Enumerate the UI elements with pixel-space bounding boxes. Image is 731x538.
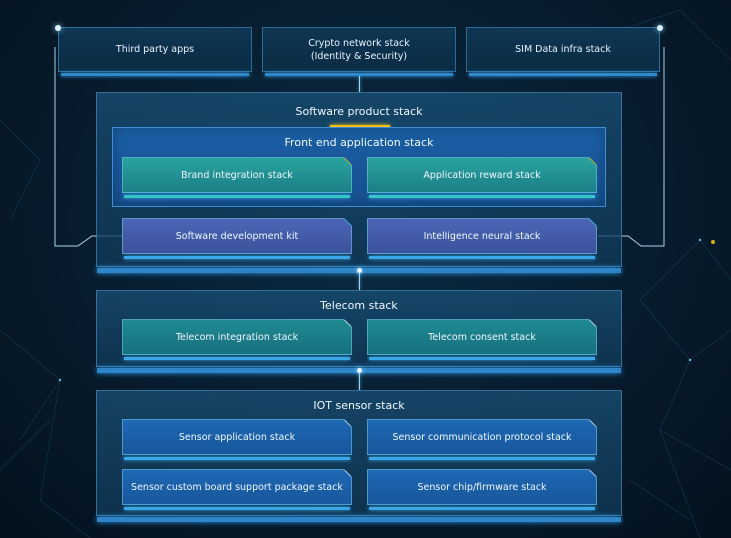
sensor-application-tile: Sensor application stack	[122, 419, 352, 455]
tile-underline	[124, 457, 350, 460]
tile-underline	[124, 507, 350, 510]
intelligence-neural-label: Intelligence neural stack	[423, 230, 541, 242]
left-node	[55, 25, 61, 31]
telecom-consent-tile: Telecom consent stack	[367, 319, 597, 355]
corner-marker	[344, 420, 351, 427]
application-reward-tile: Application reward stack	[367, 157, 597, 193]
box-underline	[469, 73, 657, 76]
sensor-custom-board-tile: Sensor custom board support package stac…	[122, 469, 352, 505]
telecom-integration-label: Telecom integration stack	[175, 331, 299, 343]
corner-marker	[344, 470, 351, 477]
software-development-kit-label: Software development kit	[175, 230, 299, 242]
application-reward-label: Application reward stack	[423, 169, 541, 181]
third-party-apps-label: Third party apps	[115, 44, 195, 55]
sensor-chip-firmware-label: Sensor chip/firmware stack	[417, 481, 547, 493]
connector-dot	[357, 368, 362, 373]
crypto-network-sublabel: (Identity & Security)	[310, 50, 408, 62]
sensor-application-label: Sensor application stack	[178, 431, 296, 443]
tile-underline	[369, 256, 595, 259]
corner-marker	[589, 320, 596, 327]
connector-dot	[357, 268, 362, 273]
corner-marker	[344, 320, 351, 327]
tile-underline	[124, 195, 350, 198]
third-party-apps-box: Third party apps	[55, 25, 252, 76]
telecom-stack-title: Telecom stack	[320, 299, 398, 312]
corner-marker	[589, 158, 596, 165]
sensor-communication-label: Sensor communication protocol stack	[392, 431, 572, 443]
sensor-custom-board-label: Sensor custom board support package stac…	[131, 481, 343, 493]
connector-line	[359, 272, 360, 290]
sensor-chip-firmware-tile: Sensor chip/firmware stack	[367, 469, 597, 505]
brand-integration-label: Brand integration stack	[181, 169, 293, 181]
tile-underline	[369, 195, 595, 198]
box-underline	[61, 73, 249, 76]
iot-sensor-stack-title: IOT sensor stack	[313, 399, 405, 412]
connector-line	[359, 76, 360, 92]
crypto-network-label: Crypto network stack	[308, 37, 410, 49]
box-underline	[265, 73, 453, 76]
corner-marker	[344, 219, 351, 226]
front-end-title: Front end application stack	[284, 136, 434, 149]
telecom-consent-label: Telecom consent stack	[428, 331, 536, 343]
corner-marker	[589, 219, 596, 226]
right-node	[657, 25, 663, 31]
tile-underline	[124, 256, 350, 259]
sensor-communication-tile: Sensor communication protocol stack	[367, 419, 597, 455]
tile-underline	[369, 357, 595, 360]
crypto-network-box: Crypto network stack (Identity & Securit…	[262, 27, 456, 76]
brand-integration-tile: Brand integration stack	[122, 157, 352, 193]
corner-marker	[589, 420, 596, 427]
tile-underline	[369, 507, 595, 510]
telecom-integration-tile: Telecom integration stack	[122, 319, 352, 355]
software-development-kit-tile: Software development kit	[122, 218, 352, 254]
panel-base	[97, 517, 621, 522]
sim-data-infra-label: SIM Data infra stack	[515, 44, 611, 55]
sim-data-infra-box: SIM Data infra stack	[466, 25, 663, 76]
corner-marker	[344, 158, 351, 165]
software-product-stack-title: Software product stack	[295, 105, 423, 118]
corner-marker	[589, 470, 596, 477]
tile-underline	[124, 357, 350, 360]
tile-underline	[369, 457, 595, 460]
intelligence-neural-tile: Intelligence neural stack	[367, 218, 597, 254]
connector-line	[359, 372, 360, 390]
